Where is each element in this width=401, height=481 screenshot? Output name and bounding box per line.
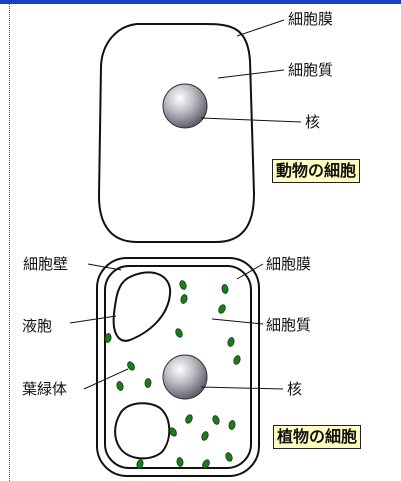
vacuole-lower xyxy=(115,403,169,458)
animal-membrane-label: 細胞膜 xyxy=(288,10,333,28)
cell-wall-label: 細胞壁 xyxy=(23,255,68,273)
plant-nucleus-label: 核 xyxy=(287,380,302,398)
animal-cytoplasm-label: 細胞質 xyxy=(288,61,333,79)
plant-cell-title: 植物の細胞 xyxy=(273,425,361,449)
animal-nucleus-label: 核 xyxy=(305,113,320,131)
chloroplast-label: 葉緑体 xyxy=(22,380,67,398)
animal-cell-title: 動物の細胞 xyxy=(272,159,360,183)
chloroplast xyxy=(145,378,152,387)
animal-cell-membrane xyxy=(99,24,254,242)
plant-cytoplasm-label: 細胞質 xyxy=(266,316,311,334)
plant-membrane-label: 細胞膜 xyxy=(266,255,311,273)
plant-nucleus xyxy=(163,355,207,399)
plant-cell: 細胞壁 細胞膜 液胞 細胞質 葉緑体 核 xyxy=(22,255,311,476)
animal-cell: 細胞膜 細胞質 核 xyxy=(99,10,333,242)
animal-membrane-leader xyxy=(237,20,284,36)
animal-nucleus xyxy=(163,84,207,128)
vacuole-label: 液胞 xyxy=(22,317,52,335)
